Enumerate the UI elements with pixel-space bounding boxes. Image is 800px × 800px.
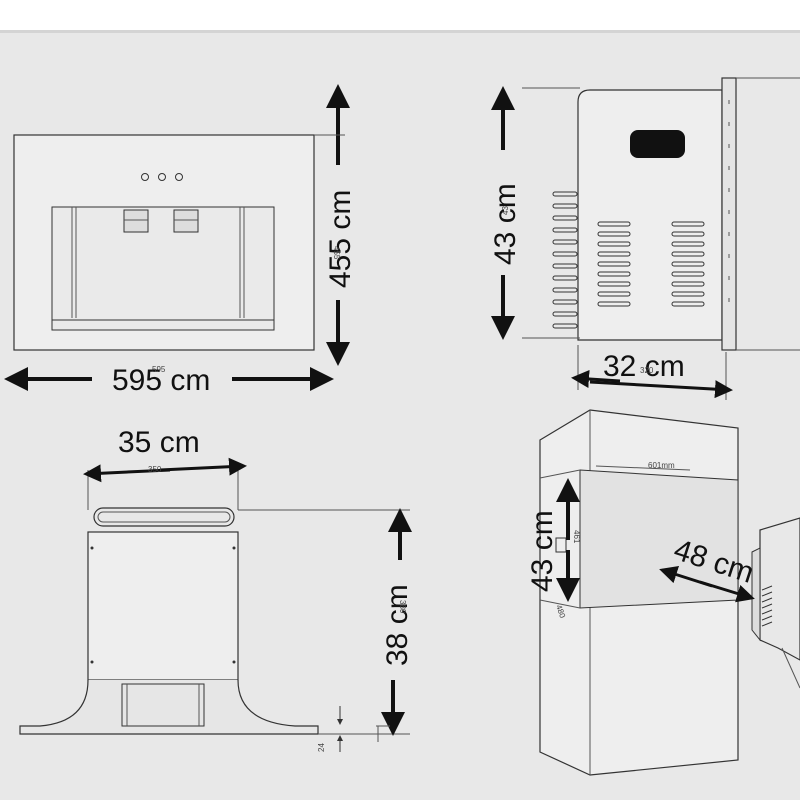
side-view: 43 cm 43 32 cm 320 bbox=[489, 77, 800, 400]
cabinet-width-small: 601mm bbox=[648, 461, 675, 470]
profile-width-arrow bbox=[159, 457, 247, 476]
side-height-label: 43 cm bbox=[489, 183, 522, 265]
hood-opening bbox=[51, 206, 275, 331]
front-height-small: 455 bbox=[332, 246, 341, 260]
side-vents bbox=[552, 191, 705, 329]
profile-flare bbox=[19, 679, 319, 735]
top-bar bbox=[0, 0, 800, 33]
side-height-small: 43 bbox=[501, 206, 510, 215]
side-depth-arrow bbox=[589, 380, 733, 399]
front-view: 595 cm 595 455 cm 455 bbox=[4, 84, 357, 397]
indicator-dot bbox=[141, 173, 149, 181]
side-depth-small: 320 bbox=[640, 366, 654, 375]
cabinet-view: 601mm 43 cm 461 480 48 cm bbox=[526, 409, 800, 776]
profile-base-label: 24 bbox=[317, 743, 326, 752]
profile-handle bbox=[93, 507, 235, 527]
side-depth-label: 32 cm bbox=[603, 350, 685, 383]
front-height-label: 455 cm bbox=[324, 190, 357, 288]
profile-height-small: 380 bbox=[398, 600, 407, 614]
cabinet-height-label: 43 cm bbox=[526, 510, 559, 592]
cabinet-depth-small: 480 bbox=[554, 604, 567, 620]
front-width-small: 595 bbox=[152, 365, 166, 374]
light-bracket bbox=[173, 209, 199, 233]
profile-width-small: 350 bbox=[148, 465, 162, 474]
light-bracket bbox=[123, 209, 149, 233]
appliance-body bbox=[759, 517, 800, 661]
appliance-vents bbox=[761, 585, 773, 627]
profile-body bbox=[87, 531, 239, 681]
indicator-dot bbox=[158, 173, 166, 181]
side-body-outline bbox=[577, 89, 723, 341]
profile-height-label: 38 cm bbox=[381, 584, 414, 666]
side-cutout bbox=[630, 130, 685, 158]
front-width-label: 595 cm bbox=[112, 364, 210, 397]
cabinet-height-small: 461 bbox=[572, 530, 581, 544]
indicator-dot bbox=[175, 173, 183, 181]
profile-width-label: 35 cm bbox=[118, 426, 200, 459]
profile-view: 35 cm 350 38 cm 380 24 bbox=[19, 426, 414, 752]
